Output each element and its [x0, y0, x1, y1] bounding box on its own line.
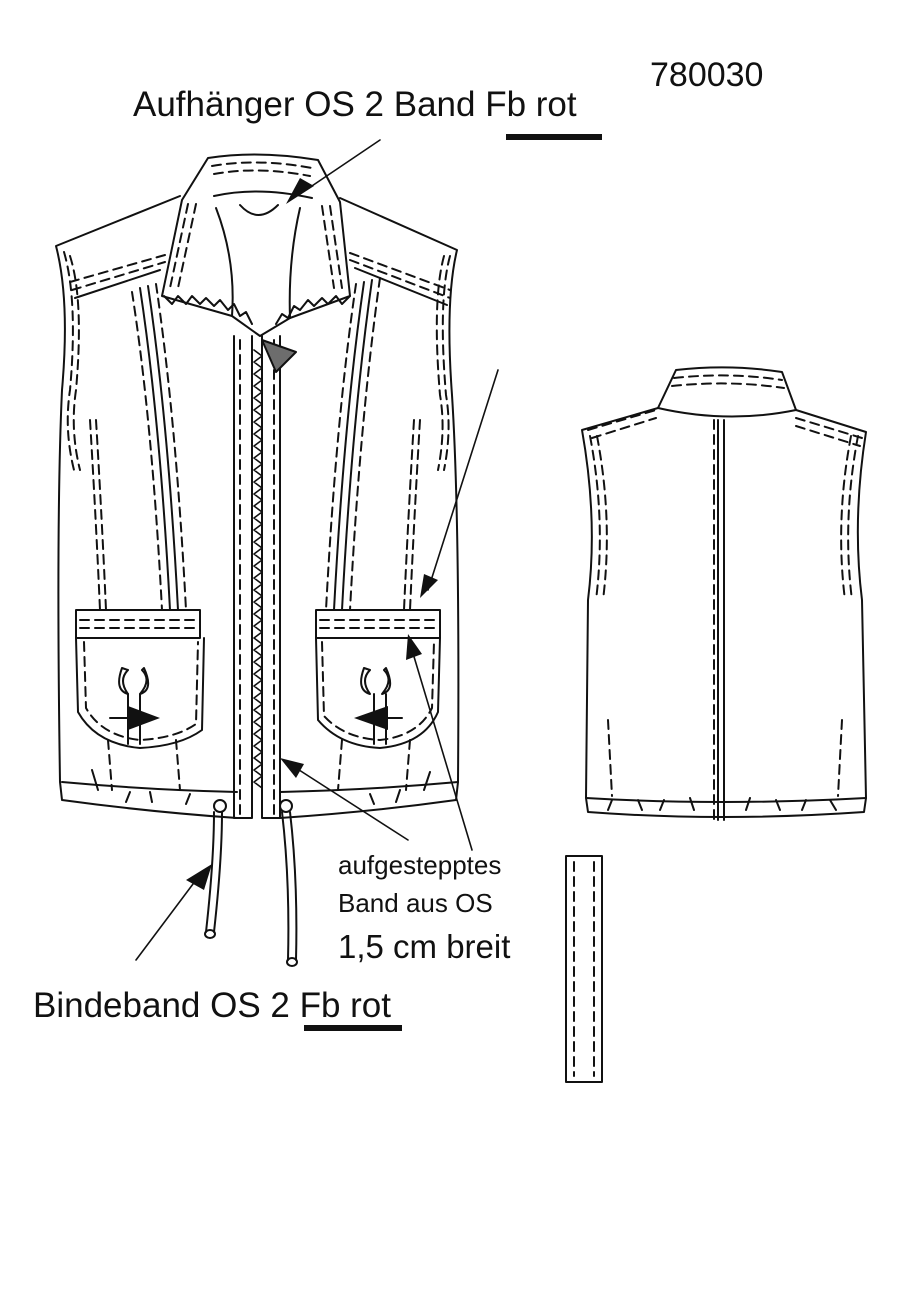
front-yoke-right [354, 267, 448, 306]
back-center-seam [717, 419, 725, 821]
front-left-panel-outline [55, 195, 238, 819]
arrow-pocket-left [128, 706, 160, 730]
vest-front-view [55, 153, 460, 967]
callout-leaders [135, 139, 499, 961]
front-hem-band [61, 781, 459, 793]
underline-hanger-color [506, 134, 602, 140]
arrow-pocket-band [420, 574, 438, 598]
front-yoke-left [74, 269, 161, 299]
leader-tape-pocket [411, 649, 473, 851]
tape-detail [565, 855, 603, 1083]
tape-label-line2: Band aus OS [338, 888, 493, 918]
zipper-pull-tab [261, 339, 297, 373]
underline-drawstring-color [304, 1025, 402, 1031]
arrow-tape-pocket [406, 634, 422, 660]
front-princess-seam-left [139, 285, 179, 611]
callout-arrowheads [128, 178, 438, 890]
style-number: 780030 [650, 56, 764, 94]
tape-label-line3: 1,5 cm breit [338, 928, 511, 965]
drawstring-label: Bindeband OS 2 Fb rot [33, 986, 391, 1025]
front-zipper [233, 335, 281, 819]
hanger-label: Aufhänger OS 2 Band Fb rot [133, 85, 577, 124]
hanger-loop [239, 204, 279, 216]
front-right-panel-outline [279, 197, 460, 819]
drawstring [204, 799, 298, 967]
front-armhole-stitching-right [435, 255, 451, 471]
leader-tape-zipper [295, 767, 409, 841]
arrow-hanger [286, 178, 314, 204]
zipper-teeth [253, 349, 263, 789]
front-armhole-stitching-left [63, 251, 81, 471]
leader-pocket-band [427, 369, 499, 591]
tape-label-line1: aufgestepptes [338, 850, 502, 880]
leader-drawstring [135, 879, 197, 961]
collar-zigzag-trim [163, 295, 351, 325]
front-princess-seam-right [333, 279, 373, 611]
front-pocket-left [75, 609, 205, 749]
back-hem-band [585, 797, 867, 803]
leader-hanger [299, 139, 381, 195]
arrow-tape-zipper [280, 758, 304, 778]
arrow-drawstring [186, 864, 212, 890]
vest-back-view [581, 366, 867, 821]
front-collar [161, 153, 351, 337]
back-collar [657, 366, 797, 411]
arrow-pocket-right [354, 706, 388, 730]
